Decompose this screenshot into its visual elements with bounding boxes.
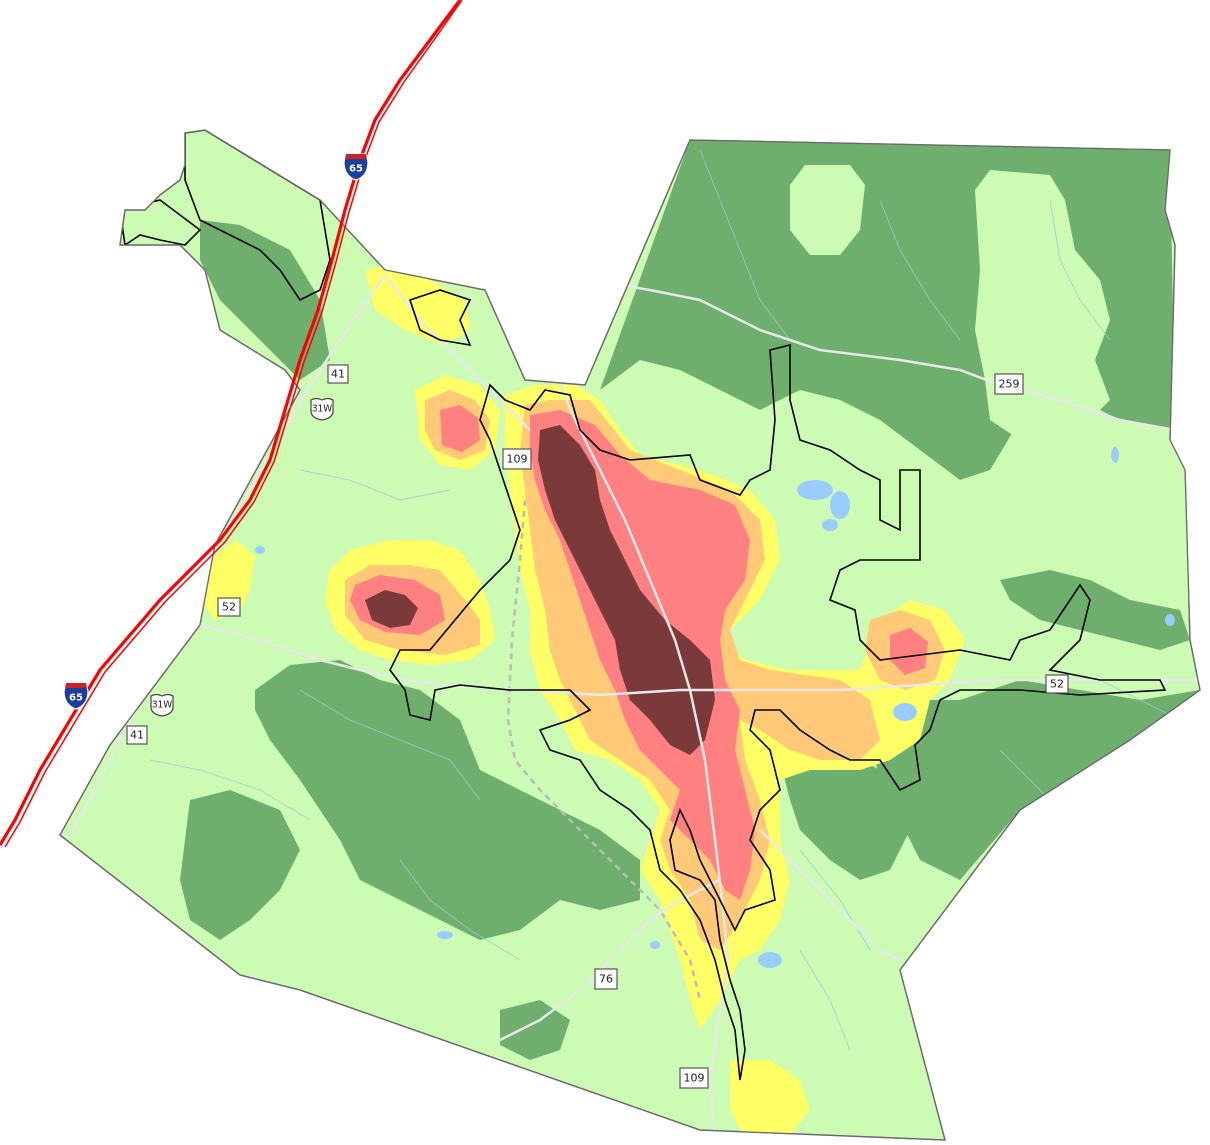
us-label-north: 31W xyxy=(312,404,332,415)
route-52-west-label: 52 xyxy=(222,601,236,614)
route-41-south: 41 xyxy=(126,725,148,745)
route-109-north-label: 109 xyxy=(507,453,528,466)
interstate-shield-bottom: 65 xyxy=(63,682,89,710)
route-259-label: 259 xyxy=(999,378,1020,391)
route-109-south: 109 xyxy=(679,1067,709,1089)
us-label-south: 31W xyxy=(152,700,172,711)
clearing-zones xyxy=(790,165,1190,600)
water-bodies xyxy=(255,447,1175,968)
route-259: 259 xyxy=(994,373,1024,395)
interstate-label-bottom: 65 xyxy=(69,693,83,704)
streams xyxy=(149,149,1181,1051)
route-41-north-label: 41 xyxy=(331,368,345,381)
route-109-north: 109 xyxy=(502,448,532,470)
heat-very-high xyxy=(365,425,715,755)
city-boundaries xyxy=(119,130,1167,1081)
route-109-south-label: 109 xyxy=(684,1072,705,1085)
railroad xyxy=(506,499,702,1001)
roads xyxy=(68,274,1200,1140)
interstate-label-top: 65 xyxy=(349,164,363,175)
county-outline xyxy=(59,129,1201,1141)
us-shield-south: 31W xyxy=(150,693,174,717)
us-shield-north: 31W xyxy=(310,397,334,421)
route-76: 76 xyxy=(594,968,618,990)
interstate-shield-top: 65 xyxy=(343,153,369,181)
route-41-north: 41 xyxy=(327,364,349,384)
route-52-east-label: 52 xyxy=(1050,678,1064,691)
route-52-east: 52 xyxy=(1045,674,1069,694)
route-41-south-label: 41 xyxy=(130,729,144,742)
route-52-west: 52 xyxy=(217,597,241,617)
route-76-label: 76 xyxy=(599,973,613,986)
